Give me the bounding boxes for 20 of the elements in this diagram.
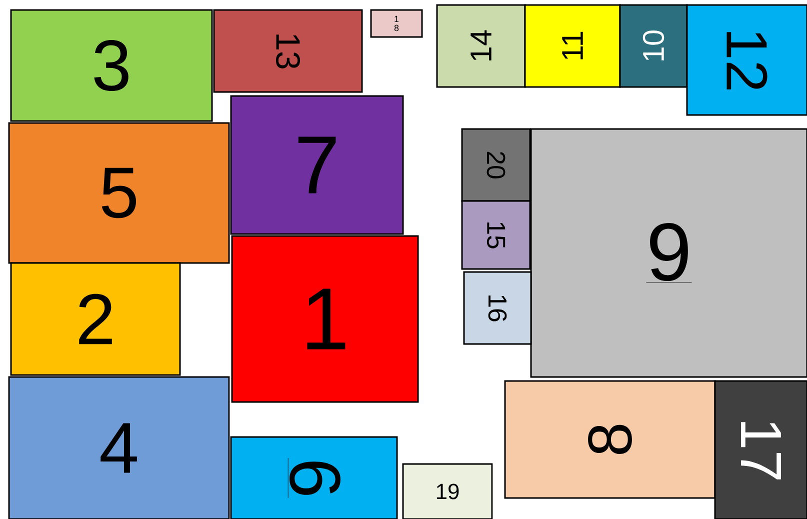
numbered-box: 6	[230, 436, 398, 519]
numbered-box: 4	[8, 376, 230, 519]
numbered-box: 19	[402, 463, 493, 519]
numbered-box: 17	[714, 380, 807, 519]
numbered-box: 5	[8, 122, 230, 264]
numbered-box: 3	[10, 9, 213, 122]
numbered-box: 20	[461, 128, 531, 202]
numbered-box: 8	[504, 380, 716, 499]
numbered-box: 11	[524, 4, 621, 88]
numbered-box: 16	[463, 271, 532, 345]
numbered-box: 9	[530, 128, 807, 378]
numbered-box: 14	[436, 4, 526, 88]
numbered-box: 12	[686, 4, 807, 116]
numbered-box: 1	[231, 235, 419, 403]
numbered-box: 10	[619, 4, 688, 88]
numbered-box: 7	[230, 95, 404, 235]
numbered-box: 2	[10, 262, 181, 376]
numbered-box: 1 8	[370, 9, 423, 38]
numbered-box: 13	[213, 9, 363, 93]
numbered-box: 15	[461, 200, 531, 270]
